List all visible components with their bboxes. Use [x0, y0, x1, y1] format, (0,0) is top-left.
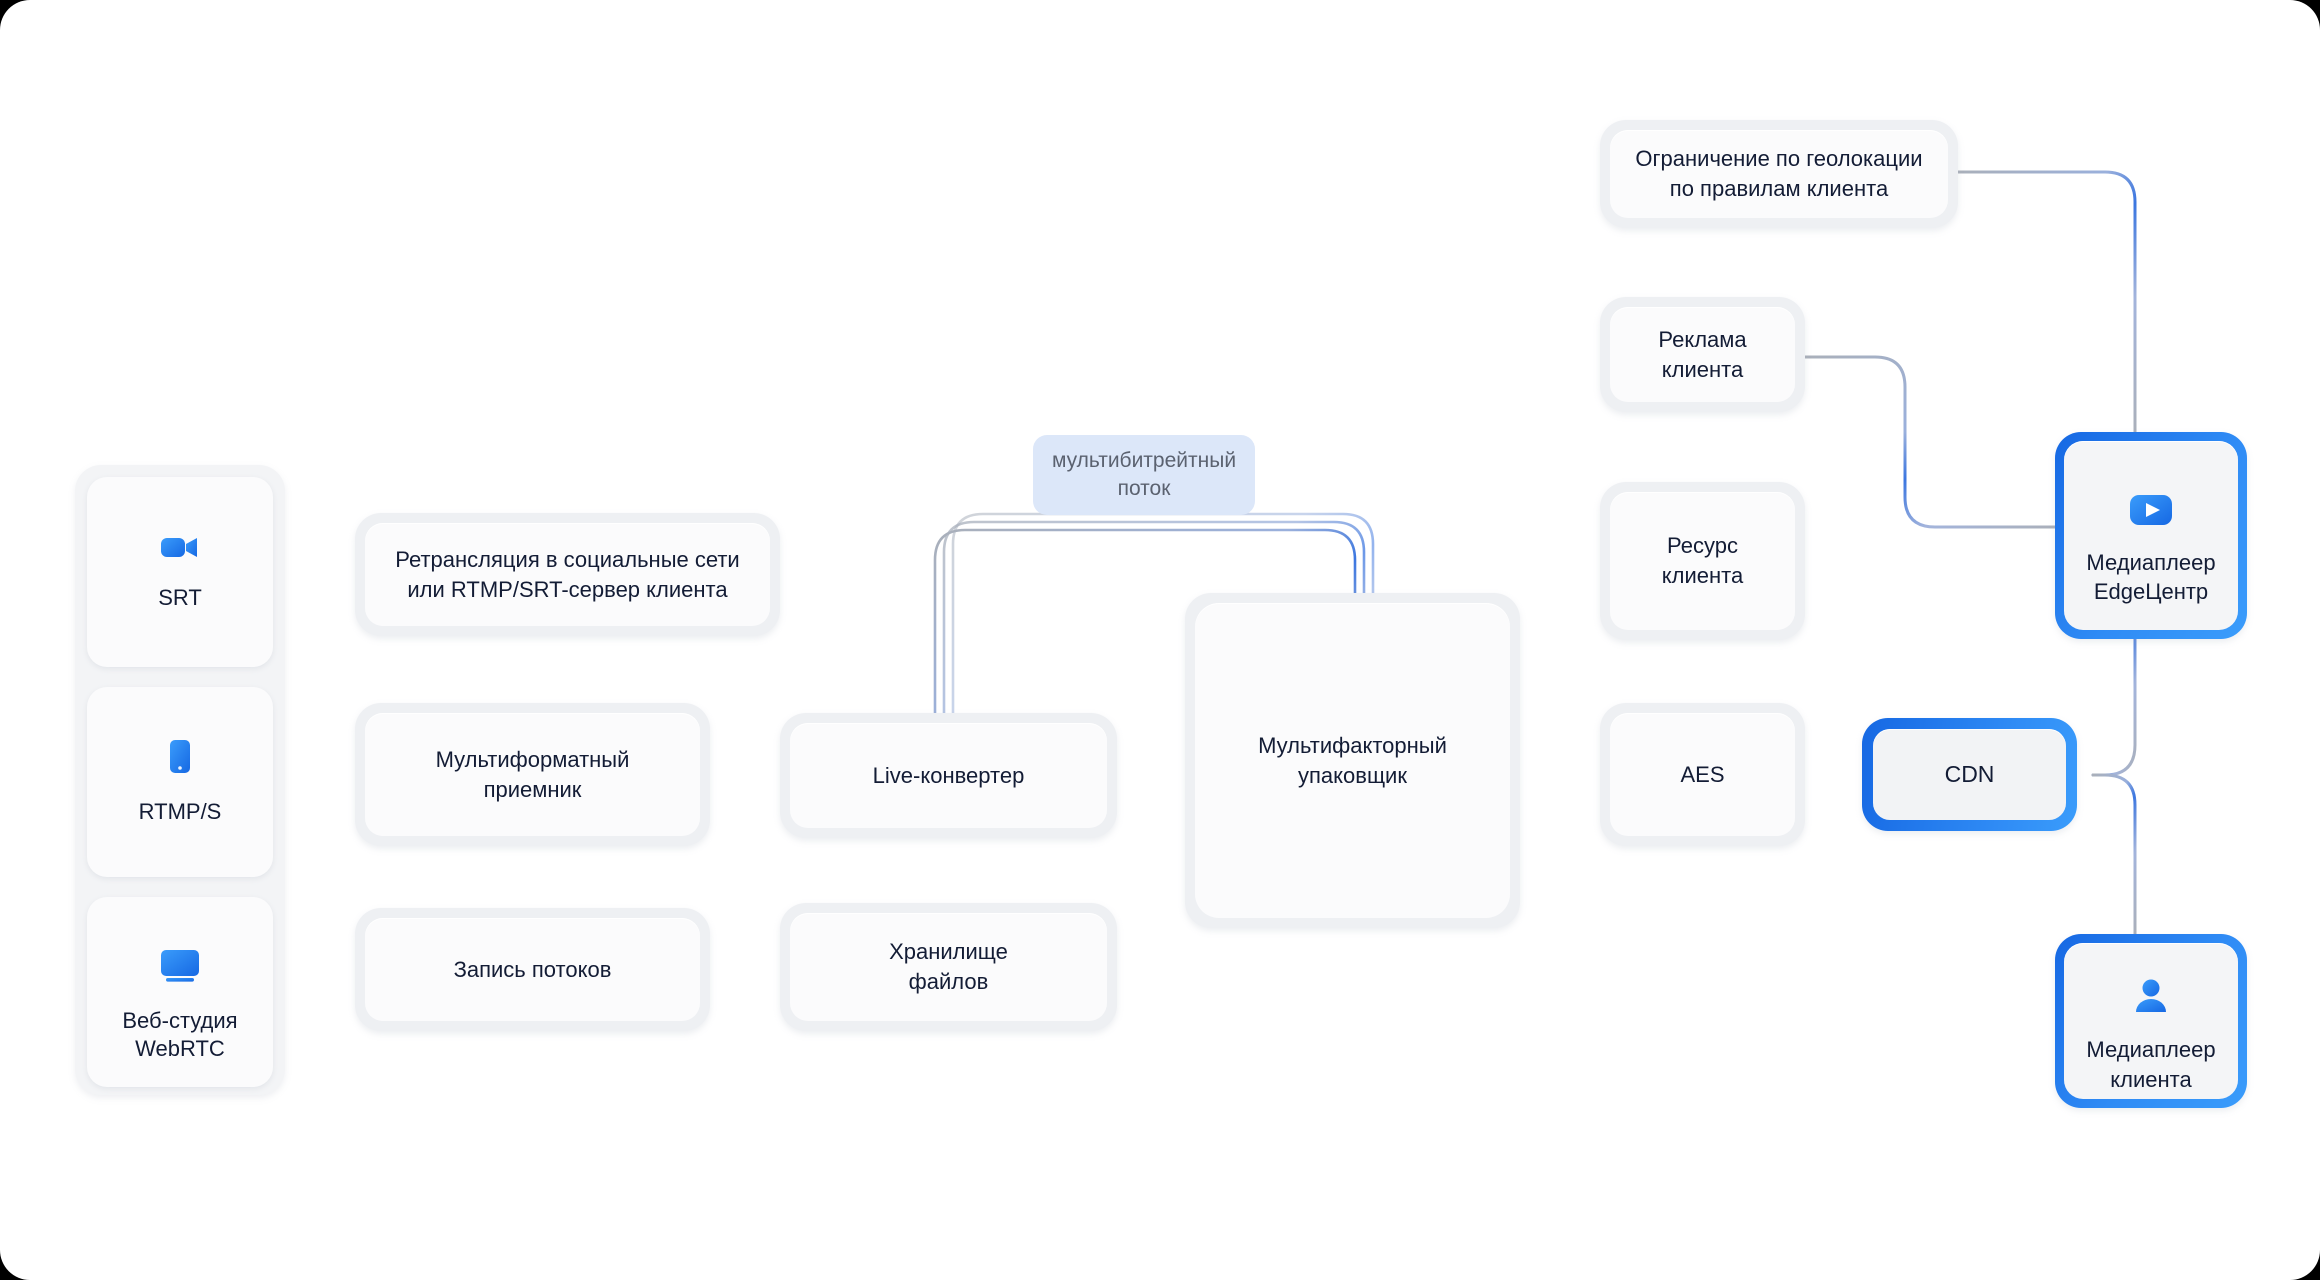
- node-aes[interactable]: AES: [1600, 703, 1805, 846]
- node-packager[interactable]: Мультифакторный упаковщик: [1185, 593, 1520, 928]
- node-packager-label: Мультифакторный упаковщик: [1195, 603, 1510, 918]
- node-cdn-label: CDN: [1873, 729, 2066, 820]
- node-ads-label: Реклама клиента: [1610, 307, 1795, 402]
- node-restream[interactable]: Ретрансляция в социальные сети или RTMP/…: [355, 513, 780, 636]
- node-cdn[interactable]: CDN: [1862, 718, 2077, 831]
- annotation-multibitrate: мультибитрейтный поток: [1033, 435, 1255, 515]
- wire-bus-aes-cdn: [1793, 758, 1864, 792]
- node-player-edge[interactable]: Медиаплеер EdgeЦентр: [2055, 432, 2247, 639]
- wire-cdn-to-player-client: [2091, 773, 2137, 937]
- node-restream-label: Ретрансляция в социальные сети или RTMP/…: [365, 523, 770, 626]
- source-label-srt: SRT: [158, 584, 202, 610]
- node-player-edge-label: Медиаплеер EdgeЦентр: [2086, 549, 2216, 605]
- wire-bus-packager-aes: [1518, 758, 1590, 792]
- annotation-multibitrate-label: мультибитрейтный поток: [1051, 448, 1237, 500]
- node-player-client[interactable]: Медиаплеер клиента: [2055, 934, 2247, 1108]
- node-converter-label: Live-конвертер: [790, 723, 1107, 828]
- node-resource[interactable]: Ресурс клиента: [1600, 482, 1805, 640]
- video-camera-icon: [160, 532, 200, 570]
- mobile-phone-icon: [165, 738, 195, 784]
- source-card-rtmps[interactable]: RTMP/S: [87, 687, 273, 877]
- wire-ads-to-player-edge: [1803, 355, 2057, 529]
- node-resource-label: Ресурс клиента: [1610, 492, 1795, 630]
- node-storage-label: Хранилище файлов: [790, 913, 1107, 1021]
- node-ads[interactable]: Реклама клиента: [1600, 297, 1805, 412]
- node-converter[interactable]: Live-конвертер: [780, 713, 1117, 838]
- wire-bus-converter-packager: [1115, 758, 1187, 792]
- node-receiver[interactable]: Мультиформатный приемник: [355, 703, 710, 846]
- source-card-webrtc[interactable]: Веб-студия WebRTC: [87, 897, 273, 1087]
- wire-multibitrate-2: [942, 520, 1366, 772]
- desktop-monitor-icon: [158, 920, 202, 992]
- source-card-srt[interactable]: SRT: [87, 477, 273, 667]
- wire-multibitrate-1: [933, 528, 1357, 772]
- play-button-icon: [2129, 464, 2173, 534]
- node-recording[interactable]: Запись потоков: [355, 908, 710, 1031]
- source-label-webrtc: Веб-студия WebRTC: [122, 1007, 238, 1062]
- node-player-client-label: Медиаплеер клиента: [2086, 1037, 2216, 1092]
- node-geo-restriction[interactable]: Ограничение по геолокации по правилам кл…: [1600, 120, 1958, 228]
- source-label-rtmps: RTMP/S: [138, 798, 222, 824]
- node-geo-restriction-label: Ограничение по геолокации по правилам кл…: [1610, 130, 1948, 218]
- user-person-icon: [2132, 947, 2170, 1023]
- node-storage[interactable]: Хранилище файлов: [780, 903, 1117, 1031]
- wire-geo-to-player-edge: [1956, 170, 2137, 435]
- node-receiver-label: Мультиформатный приемник: [365, 713, 700, 836]
- node-recording-label: Запись потоков: [365, 918, 700, 1021]
- node-aes-label: AES: [1610, 713, 1795, 836]
